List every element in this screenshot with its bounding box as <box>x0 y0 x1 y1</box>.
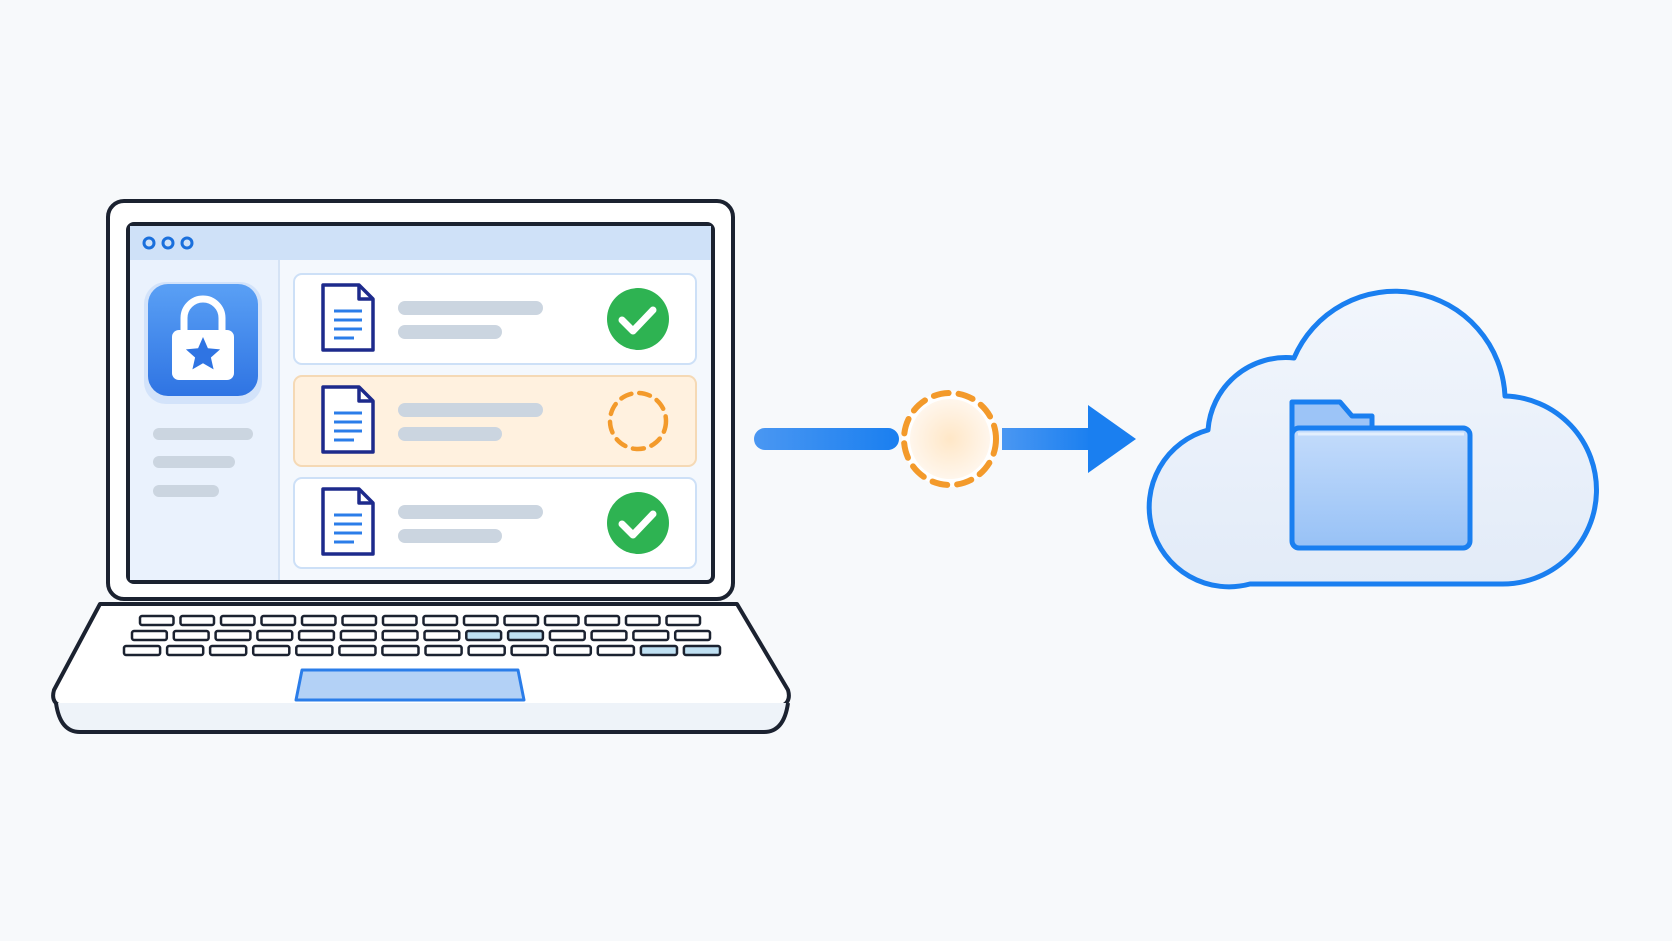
file-meta-placeholder <box>398 325 502 339</box>
keyboard-key[interactable] <box>297 629 336 642</box>
keyboard-key[interactable] <box>553 644 593 657</box>
keyboard-key[interactable] <box>422 614 459 627</box>
keyboard-key[interactable] <box>172 629 210 642</box>
window-control-dot[interactable] <box>142 236 156 250</box>
keyboard-key[interactable] <box>260 614 297 627</box>
keyboard-key[interactable] <box>624 614 661 627</box>
keyboard-key[interactable] <box>138 614 175 627</box>
keyboard-key[interactable] <box>338 644 377 657</box>
keyboard-key[interactable] <box>130 629 169 642</box>
file-row[interactable] <box>293 477 697 569</box>
star-icon <box>185 337 221 370</box>
keyboard-key[interactable] <box>381 644 420 657</box>
file-name-placeholder <box>398 505 543 519</box>
keyboard-key[interactable] <box>682 644 722 657</box>
keyboard-key[interactable] <box>295 644 334 657</box>
file-meta-placeholder <box>398 427 502 441</box>
keyboard-key[interactable] <box>256 629 294 642</box>
document-icon <box>321 487 375 556</box>
keyboard-key[interactable] <box>596 644 636 657</box>
transfer-arrow <box>754 390 1136 488</box>
keyboard-key[interactable] <box>462 614 499 627</box>
keyboard[interactable] <box>122 614 722 657</box>
dashed-circle-icon <box>607 390 669 452</box>
keyboard-key[interactable] <box>341 614 378 627</box>
arrowhead-icon <box>1088 405 1136 473</box>
app-lock-icon[interactable] <box>144 282 262 404</box>
document-icon <box>321 385 375 454</box>
keyboard-key[interactable] <box>423 629 461 642</box>
file-row[interactable] <box>293 273 697 365</box>
sidebar-placeholder-line <box>153 485 219 497</box>
keyboard-key[interactable] <box>208 644 248 657</box>
keyboard-key[interactable] <box>584 614 621 627</box>
window-titlebar <box>130 226 711 260</box>
keyboard-key[interactable] <box>381 614 418 627</box>
keyboard-key[interactable] <box>673 629 712 642</box>
keyboard-key[interactable] <box>665 614 702 627</box>
sidebar-placeholder-line <box>153 456 235 468</box>
document-icon <box>321 283 375 352</box>
keyboard-key[interactable] <box>219 614 256 627</box>
check-circle-icon <box>607 288 669 350</box>
folder-icon[interactable] <box>1289 399 1473 551</box>
file-name-placeholder <box>398 403 543 417</box>
file-row[interactable] <box>293 375 697 467</box>
cloud-storage <box>1146 288 1600 590</box>
keyboard-key[interactable] <box>465 629 503 642</box>
sidebar-placeholder-line <box>153 428 253 440</box>
keyboard-key[interactable] <box>548 629 586 642</box>
keyboard-key[interactable] <box>632 629 670 642</box>
window-control-dot[interactable] <box>161 236 175 250</box>
keyboard-key[interactable] <box>543 614 580 627</box>
keyboard-key[interactable] <box>506 629 545 642</box>
keyboard-key[interactable] <box>214 629 252 642</box>
trackpad[interactable] <box>294 668 526 702</box>
keyboard-key[interactable] <box>339 629 377 642</box>
window-control-dot[interactable] <box>180 236 194 250</box>
keyboard-key[interactable] <box>381 629 419 642</box>
keyboard-key[interactable] <box>300 614 337 627</box>
file-meta-placeholder <box>398 529 502 543</box>
keyboard-key[interactable] <box>503 614 540 627</box>
keyboard-key[interactable] <box>424 644 463 657</box>
keyboard-key[interactable] <box>510 644 549 657</box>
check-circle-icon <box>607 492 669 554</box>
dashed-circle-icon <box>901 390 999 488</box>
keyboard-key[interactable] <box>179 614 216 627</box>
file-name-placeholder <box>398 301 543 315</box>
keyboard-key[interactable] <box>251 644 291 657</box>
keyboard-key[interactable] <box>467 644 506 657</box>
keyboard-key[interactable] <box>639 644 679 657</box>
keyboard-key[interactable] <box>165 644 205 657</box>
laptop <box>51 199 791 734</box>
keyboard-key[interactable] <box>590 629 628 642</box>
keyboard-key[interactable] <box>122 644 162 657</box>
